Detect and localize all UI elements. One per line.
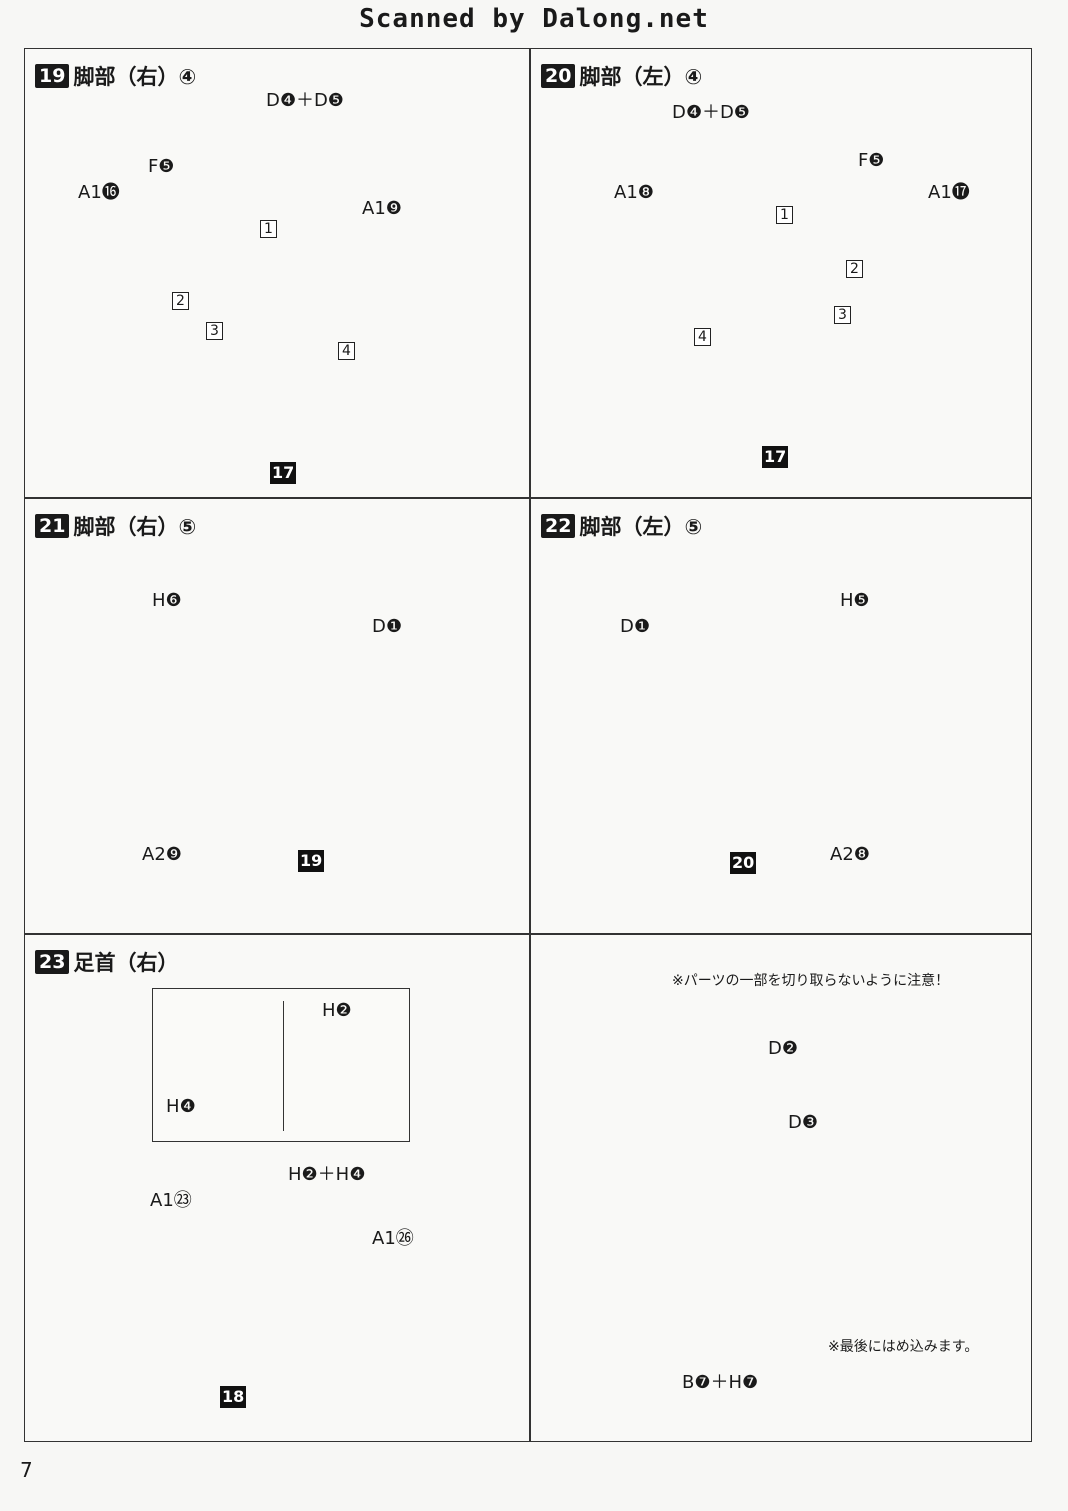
notice-text: ※パーツの一部を切り取らないように注意！ bbox=[672, 973, 950, 989]
label-part-d: D❹＋D❺ bbox=[672, 102, 750, 123]
label-part-f: F❺ bbox=[858, 150, 885, 171]
step-arrow-2: 2 bbox=[172, 292, 189, 310]
scan-credit: Scanned by Dalong.net bbox=[359, 4, 709, 34]
panel-step-20: 20 脚部（左）④ bbox=[530, 48, 1032, 498]
label-part-b-h: B❼＋H❼ bbox=[682, 1372, 759, 1393]
step-title-text: 脚部（右）④ bbox=[73, 65, 197, 89]
label-part-d: D❶ bbox=[620, 616, 650, 637]
step-title-text: 脚部（左）④ bbox=[579, 65, 703, 89]
result-tag: 20 bbox=[730, 852, 757, 874]
press-note: ※最後にはめ込みます。 bbox=[828, 1339, 979, 1355]
step-22-title: 22 脚部（左）⑤ bbox=[541, 511, 702, 541]
label-part-d3: D❸ bbox=[788, 1112, 818, 1133]
panel-step-21: 21 脚部（右）⑤ bbox=[24, 498, 530, 934]
step-arrow-4: 4 bbox=[694, 328, 711, 346]
label-inset-h2: H❷ bbox=[322, 1000, 352, 1021]
step-21-title: 21 脚部（右）⑤ bbox=[35, 511, 196, 541]
label-part-h: H❻ bbox=[152, 590, 182, 611]
label-part-a1-left: A1㉓ bbox=[150, 1190, 192, 1211]
label-part-d: D❶ bbox=[372, 616, 402, 637]
label-part-a1-right: A1⓱ bbox=[928, 182, 970, 203]
panel-step-23b bbox=[530, 934, 1032, 1442]
step-20-title: 20 脚部（左）④ bbox=[541, 61, 702, 91]
label-part-f: F❺ bbox=[148, 156, 175, 177]
step-arrow-1: 1 bbox=[260, 220, 277, 238]
step-23-title: 23 足首（右） bbox=[35, 947, 178, 977]
step-number: 19 bbox=[35, 64, 70, 88]
step-number: 22 bbox=[541, 514, 576, 538]
step-arrow-1: 1 bbox=[776, 206, 793, 224]
step-number: 20 bbox=[541, 64, 576, 88]
label-part-d2: D❷ bbox=[768, 1038, 798, 1059]
result-tag: 19 bbox=[298, 850, 325, 872]
label-part-h: H❺ bbox=[840, 590, 870, 611]
step-19-title: 19 脚部（右）④ bbox=[35, 61, 196, 91]
step-title-text: 脚部（左）⑤ bbox=[579, 515, 703, 539]
label-part-a1-left: A1❽ bbox=[614, 182, 654, 203]
label-part-d: D❹＋D❺ bbox=[266, 90, 344, 111]
step-23-inset bbox=[152, 988, 410, 1142]
step-arrow-4: 4 bbox=[338, 342, 355, 360]
label-part-a1-right: A1❾ bbox=[362, 198, 402, 219]
label-part-h2-h4: H❷＋H❹ bbox=[288, 1164, 366, 1185]
step-arrow-3: 3 bbox=[834, 306, 851, 324]
step-title-text: 脚部（右）⑤ bbox=[73, 515, 197, 539]
label-part-a1-right: A1㉖ bbox=[372, 1228, 414, 1249]
inset-divider bbox=[283, 1001, 284, 1131]
result-tag: 17 bbox=[762, 446, 789, 468]
result-tag: 17 bbox=[270, 462, 297, 484]
page-number: 7 bbox=[20, 1458, 33, 1482]
step-number: 23 bbox=[35, 950, 70, 974]
label-part-a2: A2❽ bbox=[830, 844, 870, 865]
panel-step-22: 22 脚部（左）⑤ bbox=[530, 498, 1032, 934]
result-tag: 18 bbox=[220, 1386, 247, 1408]
label-inset-h4: H❹ bbox=[166, 1096, 196, 1117]
step-arrow-2: 2 bbox=[846, 260, 863, 278]
step-title-text: 足首（右） bbox=[73, 951, 179, 975]
step-arrow-3: 3 bbox=[206, 322, 223, 340]
label-part-a2: A2❾ bbox=[142, 844, 182, 865]
step-number: 21 bbox=[35, 514, 70, 538]
panel-step-19: 19 脚部（右）④ bbox=[24, 48, 530, 498]
label-part-a1-left: A1⓰ bbox=[78, 182, 120, 203]
